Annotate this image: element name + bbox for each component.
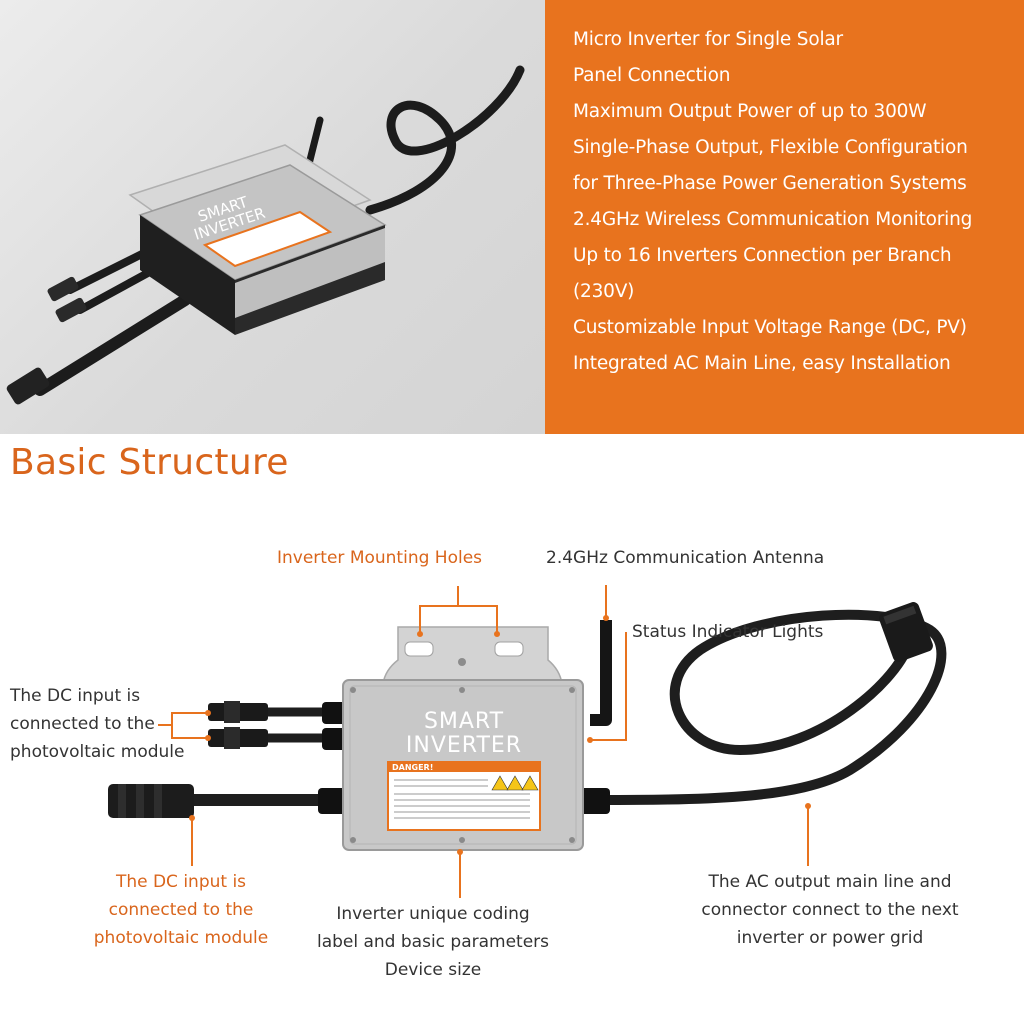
screw <box>350 837 356 843</box>
screw <box>459 687 465 693</box>
feature-item: 2.4GHz Wireless Communication Monitoring <box>573 209 973 230</box>
antenna <box>590 620 612 726</box>
feature-item: Panel Connection <box>573 65 731 86</box>
label-line: The AC output main line and <box>708 872 952 892</box>
warning-label: DANGER! <box>387 761 541 831</box>
label-dc-input-left: The DC input is connected to the photovo… <box>10 682 184 766</box>
brand-inverter: INVERTER <box>406 733 522 758</box>
callout-lines <box>158 585 809 898</box>
label-line: The DC input is <box>115 872 247 892</box>
warning-label-photo <box>202 210 333 268</box>
label-status-lights: Status Indicator Lights <box>632 622 824 642</box>
diagram-illustration: SMART INVERTER DANGER! <box>108 585 947 898</box>
screw <box>350 687 356 693</box>
plate-screw <box>458 658 466 666</box>
label-line: connector connect to the next <box>701 900 959 920</box>
ac-cable <box>580 609 947 805</box>
ac-gland-left <box>318 788 348 814</box>
screw <box>569 687 575 693</box>
structure-diagram: SMART INVERTER DANGER! <box>0 500 1024 1024</box>
mounting-hole-left <box>404 641 434 657</box>
dc-gland-1 <box>322 702 348 724</box>
ac-connector-top <box>879 602 933 662</box>
feature-panel <box>545 0 1024 434</box>
label-coding: Inverter unique coding label and basic p… <box>308 900 558 984</box>
label-line: connected to the <box>10 714 155 734</box>
feature-panel-bg <box>545 0 1024 434</box>
ac-connector-left <box>108 784 194 818</box>
mounting-hole-right <box>494 641 524 657</box>
label-line: Inverter unique coding <box>336 904 530 924</box>
warning-triangle-icon <box>506 775 524 791</box>
label-line: photovoltaic module <box>10 742 185 762</box>
section-title: Basic Structure <box>10 442 289 483</box>
callout-dots <box>189 615 811 855</box>
product-photo: SMART INVERTER <box>0 0 545 434</box>
label-line: inverter or power grid <box>736 928 924 948</box>
screw <box>569 837 575 843</box>
callout-status-lights <box>590 632 627 741</box>
warning-triangle-icon <box>491 775 509 791</box>
feature-item: (230V) <box>573 281 635 302</box>
inverter-photo-illustration: SMART INVERTER <box>6 65 525 405</box>
brand-smart: SMART <box>424 709 504 734</box>
label-mounting-holes: Inverter Mounting Holes <box>277 548 483 568</box>
label-line: Device size <box>384 960 482 980</box>
label-line: photovoltaic module <box>93 928 269 948</box>
dc-connector-2 <box>208 727 268 749</box>
feature-item: Customizable Input Voltage Range (DC, PV… <box>573 317 967 338</box>
feature-item: Single-Phase Output, Flexible Configurat… <box>573 137 968 158</box>
feature-item: Up to 16 Inverters Connection per Branch <box>573 245 952 266</box>
feature-item: Integrated AC Main Line, easy Installati… <box>573 353 951 374</box>
warning-triangle-icon <box>521 775 539 791</box>
label-ac-output: The AC output main line and connector co… <box>690 868 970 952</box>
inverter-front-cover-photo <box>235 228 385 318</box>
ac-connector-photo <box>6 367 50 405</box>
ac-cable-left-photo <box>34 294 191 396</box>
inverter-side-photo <box>140 215 235 335</box>
label-dc-input-bottom: The DC input is connected to the photovo… <box>86 868 276 952</box>
feature-item: for Three-Phase Power Generation Systems <box>573 173 967 194</box>
feature-item: Micro Inverter for Single Solar <box>573 29 843 50</box>
top-banner: SMART INVERTER Micro Inverter for Single… <box>0 0 1024 434</box>
label-line: label and basic parameters <box>316 932 550 952</box>
label-line: connected to the <box>108 900 254 920</box>
screw <box>459 837 465 843</box>
label-antenna: 2.4GHz Communication Antenna <box>546 548 825 568</box>
inverter-body-inner <box>349 685 577 845</box>
dc-connector-1-photo <box>47 276 79 302</box>
dc-connector-1 <box>208 701 268 723</box>
ac-gland-right <box>580 788 610 814</box>
ac-cable-photo <box>365 65 525 215</box>
warning-title: DANGER! <box>392 763 433 772</box>
feature-item: Maximum Output Power of up to 300W <box>573 101 927 122</box>
feature-list: Micro Inverter for Single Solar Panel Co… <box>573 22 1013 382</box>
dc-connector-2-photo <box>55 297 87 323</box>
dc-gland-2 <box>322 728 348 750</box>
label-line: The DC input is <box>10 686 141 706</box>
